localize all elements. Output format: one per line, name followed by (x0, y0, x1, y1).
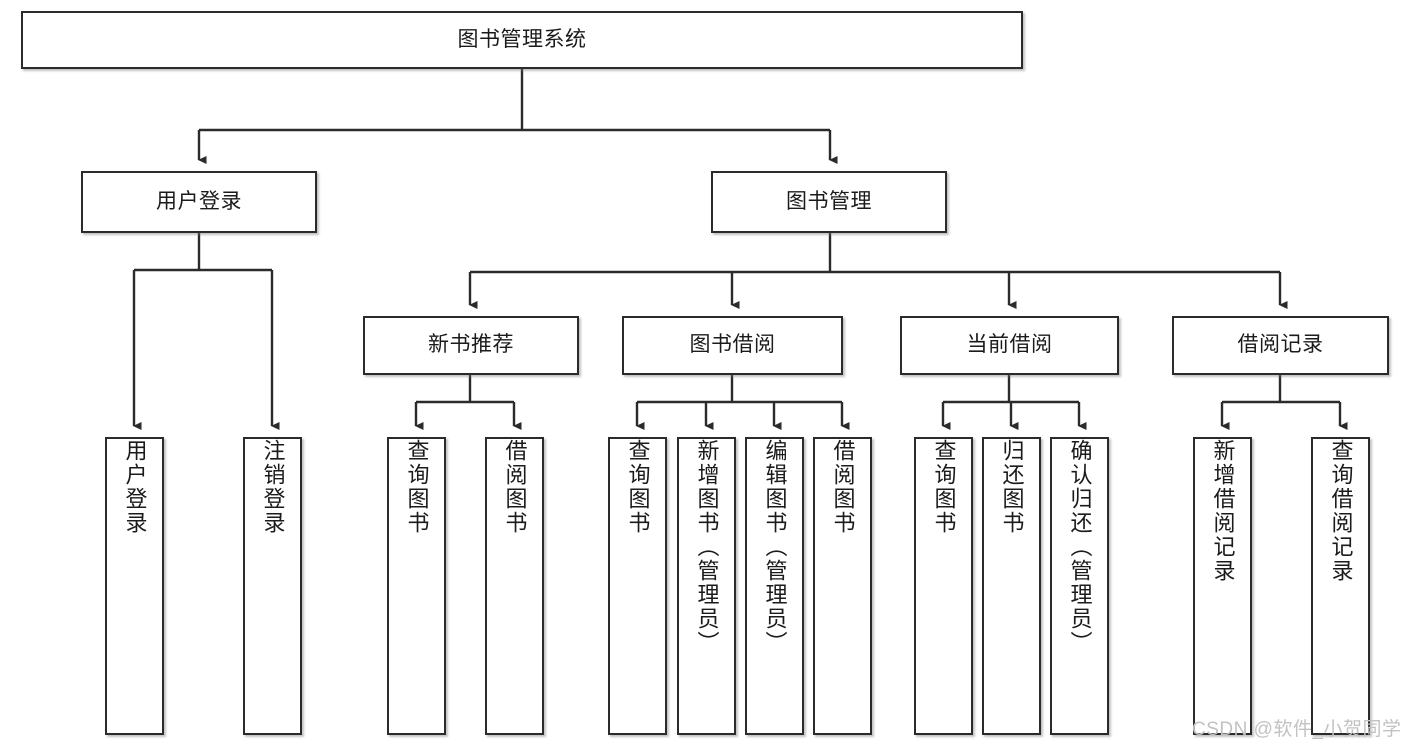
node-book-management[interactable]: 图书管理 (711, 171, 947, 233)
node-borrow-record[interactable]: 借阅记录 (1172, 316, 1389, 375)
leaf-confirm-return-admin-label: 确认归还（管理员） (1067, 439, 1093, 655)
node-new-book-recommend[interactable]: 新书推荐 (363, 316, 579, 375)
node-book-borrow-label: 图书借阅 (689, 333, 776, 357)
leaf-edit-book-admin-label: 编辑图书（管理员） (762, 439, 788, 655)
node-new-book-recommend-label: 新书推荐 (428, 333, 514, 357)
leaf-add-borrow-record[interactable]: 新增借阅记录 (1193, 437, 1252, 735)
leaf-query-book-new-label: 查询图书 (404, 439, 430, 535)
csdn-watermark: CSDN @软件_小贺同学 (1192, 719, 1402, 740)
node-current-borrow[interactable]: 当前借阅 (900, 316, 1119, 375)
leaf-logout-label: 注销登录 (260, 439, 286, 535)
leaf-borrow-book-new-label: 借阅图书 (502, 439, 528, 535)
leaf-user-login-label: 用户登录 (122, 439, 148, 535)
leaf-borrow-book[interactable]: 借阅图书 (813, 437, 872, 735)
leaf-add-book-admin-label: 新增图书（管理员） (694, 439, 720, 655)
leaf-query-book-new[interactable]: 查询图书 (387, 437, 446, 735)
node-user-login[interactable]: 用户登录 (81, 171, 317, 233)
leaf-confirm-return-admin[interactable]: 确认归还（管理员） (1050, 437, 1109, 735)
leaf-query-book-current-label: 查询图书 (931, 439, 957, 535)
node-root-label: 图书管理系统 (457, 27, 587, 51)
node-current-borrow-label: 当前借阅 (966, 333, 1053, 357)
leaf-logout[interactable]: 注销登录 (243, 437, 302, 735)
leaf-query-book-borrow[interactable]: 查询图书 (608, 437, 667, 735)
node-book-borrow[interactable]: 图书借阅 (622, 316, 843, 375)
leaf-return-book-label: 归还图书 (999, 439, 1025, 535)
leaf-borrow-book-new[interactable]: 借阅图书 (485, 437, 544, 735)
leaf-borrow-book-label: 借阅图书 (830, 439, 856, 535)
leaf-user-login[interactable]: 用户登录 (105, 437, 164, 735)
leaf-query-borrow-record-label: 查询借阅记录 (1328, 439, 1354, 583)
leaf-query-book-current[interactable]: 查询图书 (914, 437, 973, 735)
node-borrow-record-label: 借阅记录 (1237, 333, 1324, 357)
leaf-add-book-admin[interactable]: 新增图书（管理员） (677, 437, 736, 735)
leaf-return-book[interactable]: 归还图书 (982, 437, 1041, 735)
node-root[interactable]: 图书管理系统 (21, 11, 1023, 69)
leaf-query-book-borrow-label: 查询图书 (625, 439, 651, 535)
leaf-query-borrow-record[interactable]: 查询借阅记录 (1311, 437, 1370, 735)
leaf-edit-book-admin[interactable]: 编辑图书（管理员） (745, 437, 804, 735)
node-book-management-label: 图书管理 (786, 189, 872, 213)
node-user-login-label: 用户登录 (156, 189, 242, 213)
leaf-add-borrow-record-label: 新增借阅记录 (1210, 439, 1236, 583)
